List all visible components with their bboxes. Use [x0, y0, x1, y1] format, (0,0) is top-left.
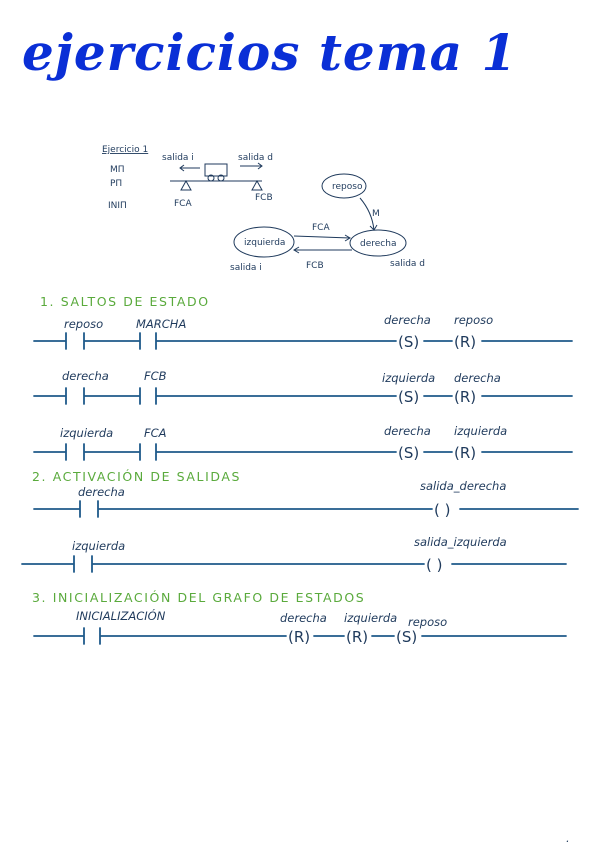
ladder-rung-2: derecha FCB izquierda derecha (S) (R) — [34, 369, 572, 406]
coil-output: ( ) — [434, 501, 450, 519]
coil-reset: (R) — [288, 628, 310, 646]
transition-m-label: M — [372, 209, 380, 219]
ladder-rung-6: INICIALIZACIÓN derecha izquierda reposo … — [34, 608, 566, 646]
contact-label: derecha — [78, 485, 125, 499]
coil-label: reposo — [408, 615, 447, 629]
contact-label: izquierda — [60, 426, 113, 440]
label-salida-d: salida d — [238, 153, 273, 163]
label-fca: FCA — [174, 199, 192, 209]
coil-label: derecha — [384, 313, 431, 327]
coil-reset: (R) — [454, 388, 476, 406]
contact-label: izquierda — [72, 539, 125, 553]
state-derecha-label: derecha — [360, 239, 396, 249]
legend-m: MΠ — [110, 165, 125, 175]
coil-label: derecha — [280, 611, 327, 625]
rung-line — [22, 556, 566, 572]
ladder-rung-3: izquierda FCA derecha izquierda (S) (R) — [34, 424, 572, 462]
section-title-3: 3. INICIALIZACIÓN DEL GRAFO DE ESTADOS — [32, 590, 365, 605]
coil-label: derecha — [384, 424, 431, 438]
output-salida-d: salida d — [390, 259, 425, 269]
coil-label: izquierda — [344, 611, 397, 625]
contact-label: INICIALIZACIÓN — [76, 608, 166, 623]
coil-set: (S) — [398, 388, 419, 406]
ladder-rung-5: izquierda salida_izquierda ( ) — [22, 535, 566, 574]
ladder-rung-1: reposo MARCHA derecha reposo (S) (R) — [34, 313, 572, 351]
section-title-2: 2. ACTIVACIÓN DE SALIDAS — [32, 469, 241, 484]
label-salida-i: salida i — [162, 153, 194, 163]
ladder-rung-4: derecha salida_derecha ( ) — [34, 479, 578, 519]
legend-p: PΠ — [110, 179, 122, 189]
coil-output: ( ) — [426, 556, 442, 574]
page-dot: . — [566, 831, 570, 845]
rung-line — [34, 388, 572, 404]
state-reposo-label: reposo — [332, 182, 363, 192]
diagram-heading: Ejercicio 1 — [102, 145, 148, 155]
coil-label: salida_izquierda — [414, 535, 507, 549]
coil-set: (S) — [398, 444, 419, 462]
coil-reset: (R) — [454, 333, 476, 351]
page-title: ejercicios tema 1 — [22, 23, 517, 82]
output-salida-i: salida i — [230, 263, 262, 273]
contact-label: reposo — [64, 317, 103, 331]
sensor-fcb-icon — [252, 181, 262, 190]
cart-icon — [205, 164, 227, 176]
coil-label: derecha — [454, 371, 501, 385]
coil-reset: (R) — [346, 628, 368, 646]
coil-set: (S) — [398, 333, 419, 351]
section-title-1: 1. SALTOS DE ESTADO — [40, 294, 210, 309]
transition-fca-label: FCA — [312, 223, 330, 233]
arrow-left-icon — [180, 165, 200, 171]
state-izquierda-label: izquierda — [244, 238, 285, 248]
arrow-right-icon — [240, 163, 262, 169]
coil-label: salida_derecha — [420, 479, 506, 493]
rung-line — [34, 444, 572, 460]
contact-label: derecha — [62, 369, 109, 383]
coil-reset: (R) — [454, 444, 476, 462]
contact-label: MARCHA — [136, 317, 186, 331]
coil-set: (S) — [396, 628, 417, 646]
contact-label: FCA — [144, 426, 167, 440]
rung-line — [34, 333, 572, 349]
label-fcb: FCB — [255, 193, 273, 203]
legend-ini: INIΠ — [108, 201, 127, 211]
coil-label: reposo — [454, 313, 493, 327]
transition-fca-arrow — [294, 235, 350, 241]
rung-line — [34, 501, 578, 517]
transition-fcb-label: FCB — [306, 261, 324, 271]
coil-label: izquierda — [454, 424, 507, 438]
state-diagram: Ejercicio 1 MΠ PΠ INIΠ salida i salida d… — [102, 145, 425, 273]
coil-label: izquierda — [382, 371, 435, 385]
sensor-fca-icon — [181, 181, 191, 190]
contact-label: FCB — [144, 369, 167, 383]
transition-fcb-arrow — [294, 247, 352, 253]
